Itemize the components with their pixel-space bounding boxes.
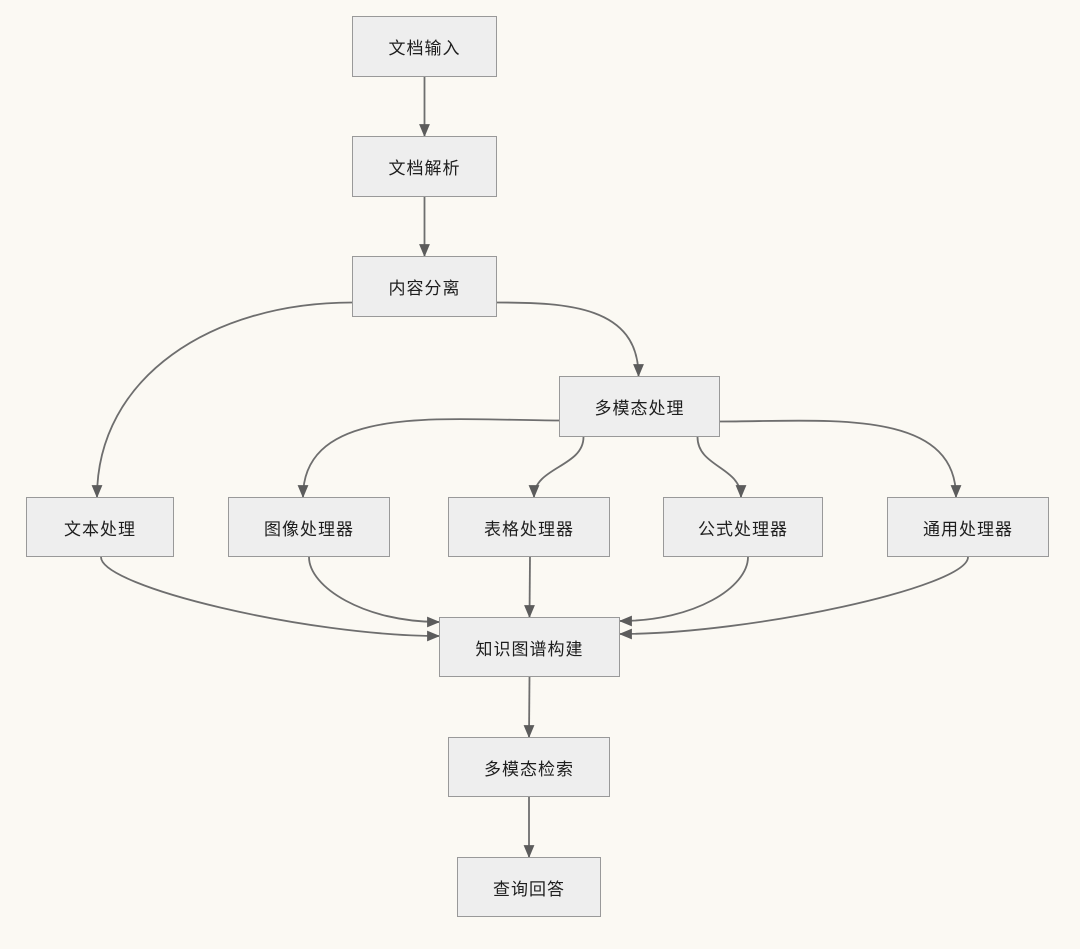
edge-multimodal-process-to-general-processor xyxy=(719,419,962,499)
node-label: 文档解析 xyxy=(388,159,461,178)
node-label: 表格处理器 xyxy=(484,519,574,539)
edge-formula-processor-to-kg-build xyxy=(618,556,749,627)
node-multimodal-retrieval: 多模态检索 xyxy=(448,737,610,797)
node-doc-parse: 文档解析 xyxy=(352,136,497,197)
node-general-processor: 通用处理器 xyxy=(887,497,1049,557)
node-query-answer: 查询回答 xyxy=(457,857,601,917)
node-label: 图像处理器 xyxy=(264,519,354,539)
node-label: 文档输入 xyxy=(388,39,461,58)
edge-multimodal-process-to-table-processor xyxy=(528,436,585,499)
node-multimodal-process: 多模态处理 xyxy=(559,376,720,437)
node-label: 内容分离 xyxy=(388,279,461,298)
node-image-processor: 图像处理器 xyxy=(228,497,390,557)
node-label: 公式处理器 xyxy=(698,519,788,539)
edge-image-processor-to-kg-build xyxy=(308,556,441,628)
node-doc-input: 文档输入 xyxy=(352,16,497,77)
edge-content-separation-to-multimodal-process xyxy=(496,301,644,378)
edge-text-process-to-kg-build xyxy=(100,556,441,642)
node-label: 通用处理器 xyxy=(923,519,1013,539)
node-kg-build: 知识图谱构建 xyxy=(439,617,620,677)
edge-kg-build-to-multimodal-retrieval xyxy=(523,676,535,739)
node-formula-processor: 公式处理器 xyxy=(663,497,823,557)
edge-multimodal-process-to-formula-processor xyxy=(696,436,747,499)
node-content-separation: 内容分离 xyxy=(352,256,497,317)
edge-general-processor-to-kg-build xyxy=(618,556,969,640)
edge-content-separation-to-text-process xyxy=(91,301,353,499)
node-label: 知识图谱构建 xyxy=(475,639,584,659)
node-label: 多模态处理 xyxy=(594,399,685,418)
edge-table-processor-to-kg-build xyxy=(524,556,535,619)
node-label: 文本处理 xyxy=(64,519,136,539)
node-text-process: 文本处理 xyxy=(26,497,174,557)
edge-multimodal-process-to-image-processor xyxy=(297,418,560,499)
node-label: 查询回答 xyxy=(493,879,565,899)
node-label: 多模态检索 xyxy=(484,759,574,779)
node-table-processor: 表格处理器 xyxy=(448,497,610,557)
